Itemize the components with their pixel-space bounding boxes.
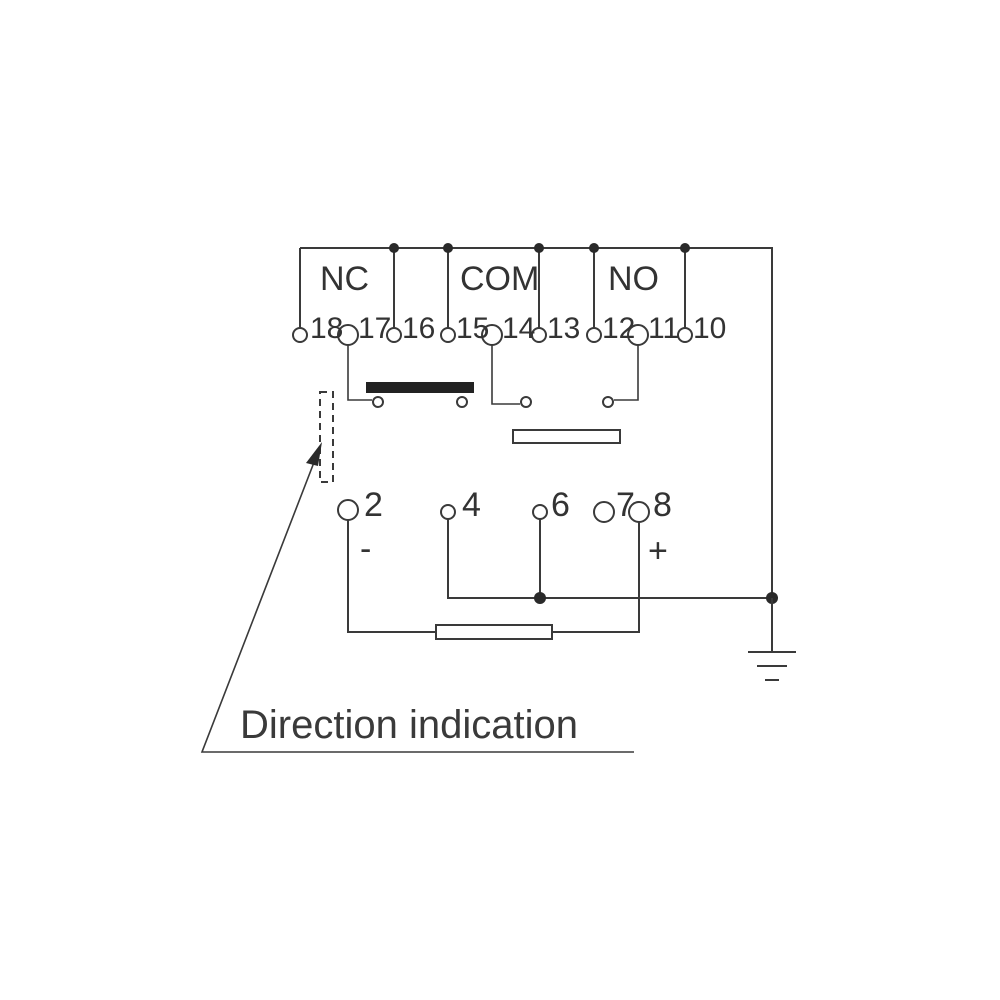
junction-dot: [534, 243, 544, 253]
pin-label-15: 15: [456, 312, 489, 345]
terminal-18: [292, 327, 308, 343]
contact-pin-labels: 18 17 16 15 14 13 12 11 10: [310, 312, 726, 345]
junction-dot: [680, 243, 690, 253]
no-internal-wire: [614, 345, 639, 401]
pin-label-16: 16: [402, 312, 435, 345]
pin-label-14: 14: [502, 312, 535, 345]
contact-point: [372, 396, 384, 408]
terminal-7: [593, 501, 615, 523]
junction-dot: [443, 243, 453, 253]
plus-sign: +: [648, 532, 668, 570]
contact-terminals: [292, 324, 693, 346]
resistor: [435, 624, 553, 640]
top-bus-wire: [300, 247, 773, 598]
contact-point: [602, 396, 614, 408]
pin-label-8: 8: [653, 486, 672, 524]
contact-wiring: [299, 243, 773, 598]
com-group-label: COM: [460, 260, 539, 298]
direction-indication-caption: Direction indication: [240, 703, 578, 747]
switch-mechanism: [347, 345, 639, 444]
leader-arrowhead: [306, 442, 322, 466]
junction-dot: [389, 243, 399, 253]
pin-2-lead: [347, 520, 436, 633]
coil-terminals: [337, 499, 650, 523]
coil-armature: [512, 429, 621, 444]
terminal-12: [586, 327, 602, 343]
com-internal-wire: [491, 345, 520, 405]
pin-label-17: 17: [358, 312, 391, 345]
caption-leader: [200, 442, 634, 753]
pin-label-2: 2: [364, 486, 383, 524]
pin-label-10: 10: [693, 312, 726, 345]
direction-indicator: [319, 391, 334, 483]
junction-dot: [534, 592, 546, 604]
terminal-13: [531, 327, 547, 343]
terminal-10: [677, 327, 693, 343]
nc-group-label: NC: [320, 260, 369, 298]
ground-bus-wire: [447, 519, 772, 599]
coil-pin-labels: 2 4 6 7 8: [364, 486, 672, 524]
no-group-label: NO: [608, 260, 659, 298]
ground-symbol: [748, 598, 796, 681]
junction-dot: [589, 243, 599, 253]
terminal-15: [440, 327, 456, 343]
pin-label-11: 11: [648, 312, 679, 345]
coil-wiring: [347, 519, 778, 640]
pin-8-lead: [552, 522, 640, 633]
nc-internal-wire: [347, 345, 372, 401]
contact-point: [456, 396, 468, 408]
terminal-16: [386, 327, 402, 343]
contact-bar: [366, 382, 474, 393]
leader-line: [200, 451, 634, 753]
minus-sign: -: [360, 530, 371, 568]
terminal-4: [440, 504, 456, 520]
pin-label-6: 6: [551, 486, 570, 524]
terminal-2: [337, 499, 359, 521]
terminal-6: [532, 504, 548, 520]
pin-label-18: 18: [310, 312, 343, 345]
contact-point: [520, 396, 532, 408]
pin-label-4: 4: [462, 486, 481, 524]
pin-label-12: 12: [602, 312, 635, 345]
pin-label-13: 13: [547, 312, 580, 345]
pin-label-7: 7: [616, 486, 635, 524]
